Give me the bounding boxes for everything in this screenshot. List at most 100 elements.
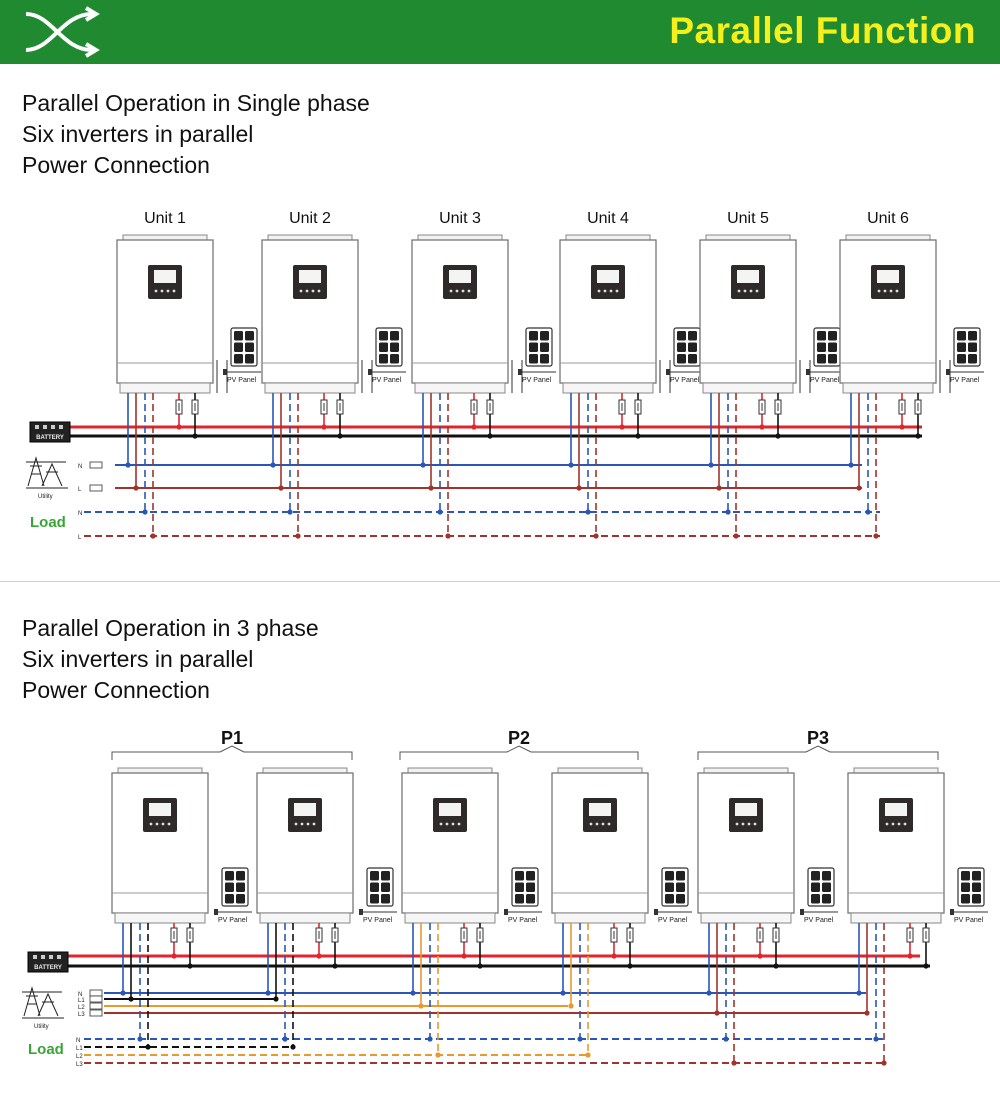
junction-dot — [560, 990, 566, 996]
pv-panel: PV Panel — [359, 867, 397, 924]
control-button — [743, 289, 747, 293]
inverter-unit — [551, 767, 649, 924]
junction-dot — [192, 433, 198, 439]
junction-dot — [568, 462, 574, 468]
pv-cell — [245, 342, 254, 352]
junction-dot — [915, 433, 921, 439]
pv-cell — [540, 331, 549, 341]
inverter-unit — [111, 767, 209, 924]
battery-cell — [33, 955, 37, 959]
control-button — [903, 822, 907, 826]
pv-cell — [822, 871, 831, 881]
group-label-p2: P2 — [508, 728, 530, 748]
junction-dot — [142, 509, 148, 515]
lcd-screen — [299, 270, 321, 283]
control-button — [737, 289, 741, 293]
junction-dot — [635, 433, 641, 439]
pv-cell — [968, 331, 977, 341]
battery-icon: BATTERY — [29, 421, 71, 443]
pv-cell — [225, 894, 234, 904]
utility-label: Utility — [38, 494, 53, 500]
pv-cell — [390, 331, 399, 341]
pv-cell — [828, 331, 837, 341]
junction-dot — [437, 509, 443, 515]
inverter-unit — [256, 767, 354, 924]
pv-cell — [529, 342, 538, 352]
pv-panel-label: PV Panel — [372, 377, 402, 384]
pv-cell — [234, 331, 243, 341]
pv-cell — [390, 342, 399, 352]
unit-label-6: Unit 6 — [867, 210, 909, 227]
pv-cell — [811, 894, 820, 904]
pv-plug — [800, 909, 804, 915]
pv-cell — [677, 331, 686, 341]
control-button — [897, 822, 901, 826]
single-phase-description: Parallel Operation in Single phase Six i… — [22, 88, 370, 181]
load-label: Load — [30, 514, 66, 531]
terminal-label: L3 — [78, 1012, 85, 1018]
pv-cell — [817, 331, 826, 341]
inverter-body — [261, 239, 359, 384]
pv-cell — [676, 871, 685, 881]
junction-dot — [187, 963, 193, 969]
junction-dot — [418, 1003, 424, 1009]
terminal-strip — [114, 912, 206, 924]
lcd-screen — [885, 803, 907, 816]
junction-dot — [435, 1052, 441, 1058]
battery-cell — [41, 955, 45, 959]
junction-dot — [316, 953, 322, 959]
pv-panel: PV Panel — [950, 867, 988, 924]
junction-dot — [145, 1044, 151, 1050]
battery-label: BATTERY — [36, 435, 64, 441]
group-brace-1 — [111, 745, 353, 760]
inverter-body — [116, 239, 214, 384]
battery-cell — [59, 425, 63, 429]
battery-icon: BATTERY — [27, 951, 69, 973]
pv-panel-label: PV Panel — [954, 917, 984, 924]
pv-panel-label: PV Panel — [508, 917, 538, 924]
pv-cell — [234, 354, 243, 364]
terminal-label: L — [78, 487, 82, 493]
inverter-unit — [411, 234, 509, 394]
lcd-screen — [589, 803, 611, 816]
terminal-strip — [702, 382, 794, 394]
battery-label: BATTERY — [34, 965, 62, 971]
junction-dot — [708, 462, 714, 468]
terminal-strip — [700, 912, 792, 924]
control-button — [312, 822, 316, 826]
inverter-unit — [847, 767, 945, 924]
pv-cell — [665, 894, 674, 904]
group-label-p1: P1 — [221, 728, 243, 748]
control-button — [317, 289, 321, 293]
terminal-strip — [414, 382, 506, 394]
battery-cell — [43, 425, 47, 429]
junction-dot — [265, 990, 271, 996]
inverter-unit — [116, 234, 214, 394]
junction-dot — [619, 424, 625, 430]
pv-plug — [946, 369, 950, 375]
junction-dot — [337, 433, 343, 439]
control-button — [305, 289, 309, 293]
pv-panel-label: PV Panel — [522, 377, 552, 384]
control-button — [167, 822, 171, 826]
terminal-block — [89, 1002, 103, 1010]
terminal-block — [89, 461, 103, 469]
junction-dot — [477, 963, 483, 969]
section-divider — [0, 581, 1000, 582]
pv-cell — [828, 354, 837, 364]
inverter-unit — [401, 767, 499, 924]
pv-cell — [688, 342, 697, 352]
lcd-screen — [439, 803, 461, 816]
control-button — [601, 822, 605, 826]
pv-cell — [370, 871, 379, 881]
pv-cell — [972, 882, 981, 892]
group-brace-3 — [697, 745, 939, 760]
junction-dot — [733, 533, 739, 539]
pv-cell — [515, 882, 524, 892]
control-button — [161, 822, 165, 826]
lcd-screen — [735, 803, 757, 816]
control-button — [299, 289, 303, 293]
junction-dot — [706, 990, 712, 996]
pv-cell — [676, 894, 685, 904]
